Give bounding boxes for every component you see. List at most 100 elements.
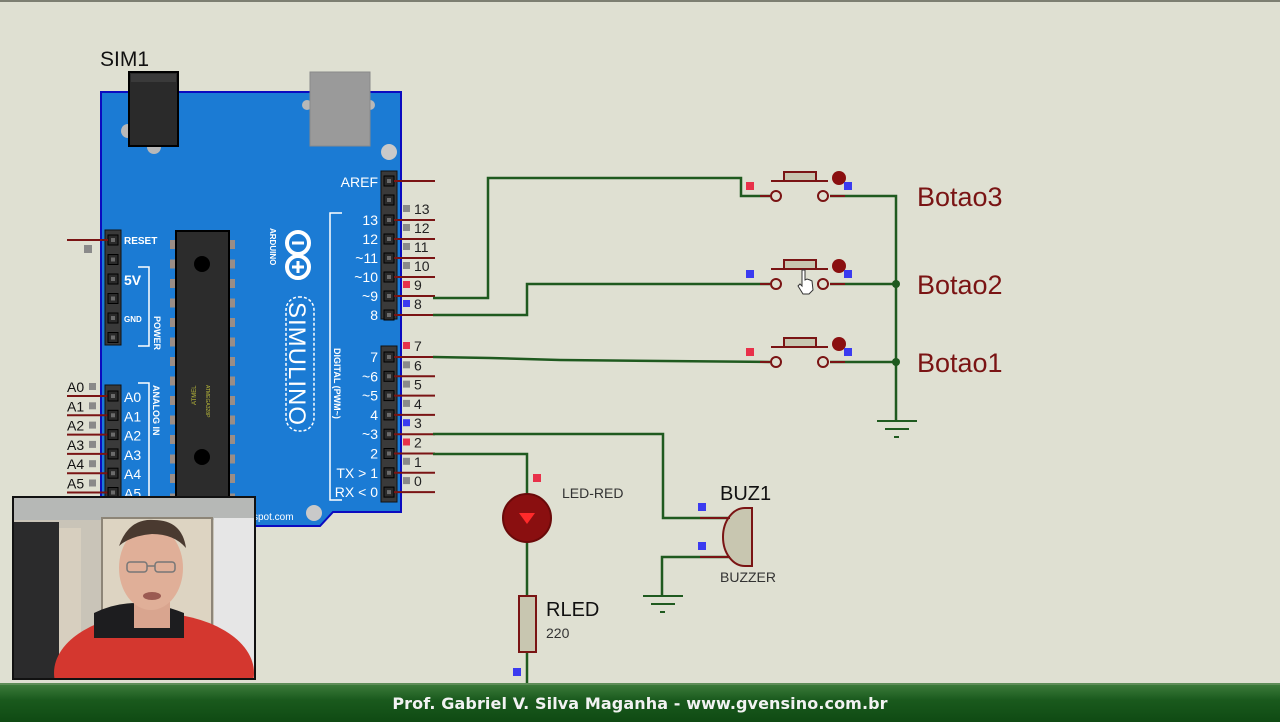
header-pin-core [111, 413, 115, 418]
header-pin-core [111, 432, 115, 437]
digital-pin-label: ~6 [362, 368, 378, 384]
power-header [104, 229, 122, 346]
chip-leg [228, 337, 235, 347]
digital-pin-outer-label: 8 [414, 296, 422, 312]
chip-dot [194, 256, 210, 272]
button-toggle-icon[interactable] [832, 171, 846, 185]
logic-probe [403, 419, 410, 427]
analog-pin-outer-label: A4 [67, 456, 84, 472]
power-pin-label: RESET [124, 236, 157, 247]
footer-banner: Prof. Gabriel V. Silva Maganha - www.gve… [0, 683, 1280, 722]
button-toggle-icon[interactable] [832, 337, 846, 351]
digital-pin-outer-label: 5 [414, 377, 422, 393]
button-cap[interactable] [783, 337, 817, 348]
aref-label: AREF [341, 174, 378, 190]
footer-credit: Prof. Gabriel V. Silva Maganha - www.gve… [392, 694, 888, 713]
button-contact [770, 278, 782, 290]
atmega-chip [175, 230, 230, 512]
webcam-overlay [12, 496, 256, 680]
analog-bracket [138, 382, 150, 497]
header-pin-core [387, 374, 391, 379]
logic-probe-low [844, 348, 852, 356]
chip-leg [170, 474, 177, 483]
digital-pin-outer-label: 6 [414, 357, 422, 373]
logic-probe-undefined [89, 421, 96, 429]
logic-probe [403, 281, 410, 288]
digital-pin-outer-label: 12 [414, 220, 430, 236]
digital-pin-label: 13 [362, 212, 378, 228]
button-cap[interactable] [783, 259, 817, 270]
chip-leg [228, 396, 235, 405]
wire-pin2-led [433, 452, 529, 500]
header-pin-core [111, 490, 115, 495]
analog-pin-outer-label: A5 [67, 476, 84, 492]
buzzer[interactable]: BUZ1 BUZZER [698, 483, 776, 585]
chip-leg [228, 454, 235, 464]
chip-leg [170, 298, 177, 308]
chip-leg [170, 318, 177, 327]
logic-probe [746, 348, 754, 356]
button-contact [770, 356, 782, 368]
chip-leg [170, 279, 177, 288]
logic-probe [403, 224, 410, 231]
chip-leg [228, 474, 235, 483]
logic-probe [403, 205, 410, 212]
header-pin-core [387, 218, 391, 222]
header-pin-core [387, 294, 391, 298]
chip-leg [228, 298, 235, 308]
power-jack-top [131, 74, 176, 82]
logic-probe-undefined [89, 479, 96, 487]
chip-model: ATMEGA328P [204, 385, 210, 418]
header-pin-core [387, 451, 391, 456]
button-contact [817, 278, 829, 290]
chip-leg [228, 435, 235, 444]
logic-probe [403, 457, 410, 465]
header-pin-core [111, 394, 115, 398]
pushbutton-botao1[interactable]: Botao1 [746, 337, 1003, 378]
chip-leg [170, 357, 177, 366]
wire-pin3-buzzer [433, 432, 730, 520]
digital-pin-label: 8 [370, 307, 378, 323]
logic-probe [403, 300, 410, 307]
logic-probe [403, 399, 410, 407]
logic-probe [403, 262, 410, 269]
logic-probe [403, 342, 410, 349]
pushbutton-botao2[interactable]: Botao2 [746, 259, 1003, 300]
chip-leg [228, 376, 235, 386]
pushbutton-botao3[interactable]: Botao3 [746, 171, 1003, 212]
button-cap[interactable] [783, 171, 817, 182]
power-jack [128, 71, 179, 147]
board-ref-label: SIM1 [100, 48, 149, 71]
board-outline [100, 91, 402, 527]
button-toggle-icon[interactable] [832, 259, 846, 273]
digital-pin-outer-label: 0 [414, 473, 422, 489]
logic-probe-undefined [89, 402, 96, 410]
resistor-rled[interactable]: RLED 220 [513, 595, 599, 676]
buzzer-body-icon [722, 507, 753, 567]
logic-probe-undefined [89, 460, 96, 468]
led-red[interactable]: LED-RED [502, 474, 623, 543]
header-pin-core [111, 471, 115, 476]
header-pin-core [387, 432, 391, 437]
header-pin-core [111, 296, 115, 301]
button-contact [817, 190, 829, 202]
logic-probe [403, 380, 410, 388]
digital-pin-label: 7 [370, 349, 378, 365]
analog-pin-outer-label: A2 [67, 418, 84, 434]
digital-pin-label: 4 [370, 407, 378, 423]
chip-leg [170, 396, 177, 405]
chip-leg [228, 357, 235, 366]
chip-leg [170, 240, 177, 249]
digital-pin-outer-label: 3 [414, 415, 422, 431]
junction-dot [892, 358, 900, 366]
header-pin-core [387, 313, 391, 317]
digital-bracket [329, 212, 342, 501]
digital-pin-outer-label: 10 [414, 258, 430, 274]
chip-leg [170, 259, 177, 269]
header-pin-core [387, 470, 391, 475]
analog-pin-label: A2 [124, 428, 141, 444]
chip-leg [228, 415, 235, 425]
led-label: LED-RED [562, 485, 623, 501]
